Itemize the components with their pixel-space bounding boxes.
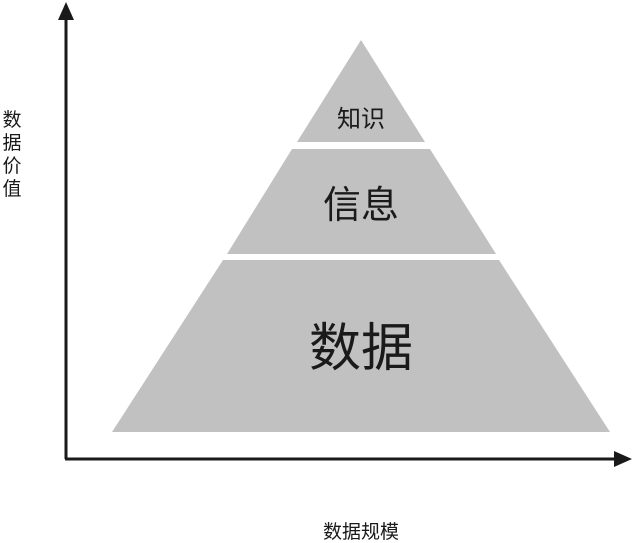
x-axis-arrow: [614, 451, 632, 467]
pyramid-layer-information: [227, 149, 496, 254]
layer-label-data: 数据: [309, 319, 413, 379]
layer-label-knowledge: 知识: [337, 105, 385, 133]
pyramid-layer-knowledge: [297, 40, 425, 142]
x-axis-label: 数据规模: [323, 521, 399, 543]
y-axis-arrow: [58, 2, 74, 20]
pyramid-layer-data: [112, 260, 610, 432]
layer-label-information: 信息: [323, 183, 399, 227]
y-axis-label: 数据价值: [2, 109, 21, 200]
